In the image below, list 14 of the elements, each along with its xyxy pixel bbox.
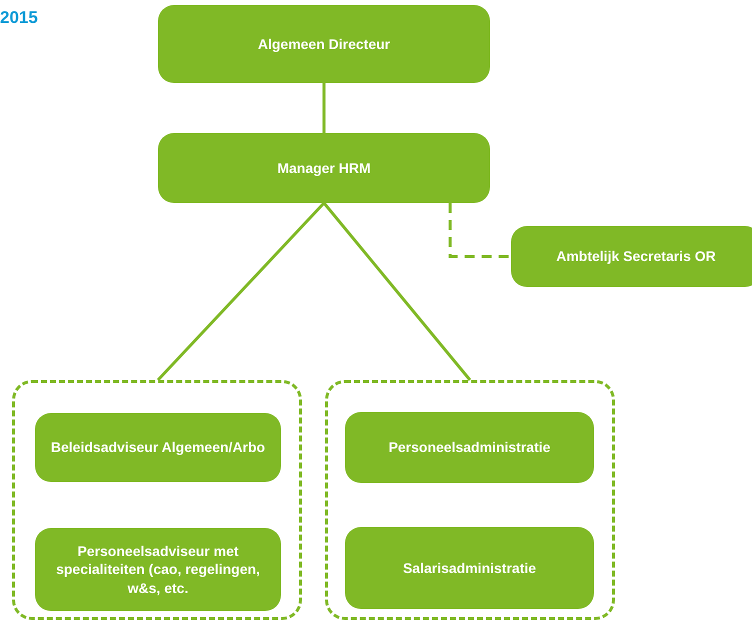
role-box: Personeelsadviseur met specialiteiten (cao, regelingen, w&s, etc. — [35, 528, 281, 611]
year-heading: 2015 — [0, 8, 38, 28]
role-box: Salarisadministratie — [345, 527, 594, 609]
dashed-group-box — [325, 380, 615, 620]
role-box: Personeelsadministratie — [345, 412, 594, 483]
connector-line — [322, 83, 326, 133]
dashed-connector — [448, 203, 511, 258]
role-box: Ambtelijk Secretaris OR — [511, 226, 752, 287]
connector-line — [322, 202, 472, 381]
role-box: Beleidsadviseur Algemeen/Arbo — [35, 413, 281, 482]
connector-line — [156, 202, 326, 382]
role-box: Manager HRM — [158, 133, 490, 203]
dashed-group-box — [12, 380, 302, 620]
role-box: Algemeen Directeur — [158, 5, 490, 83]
